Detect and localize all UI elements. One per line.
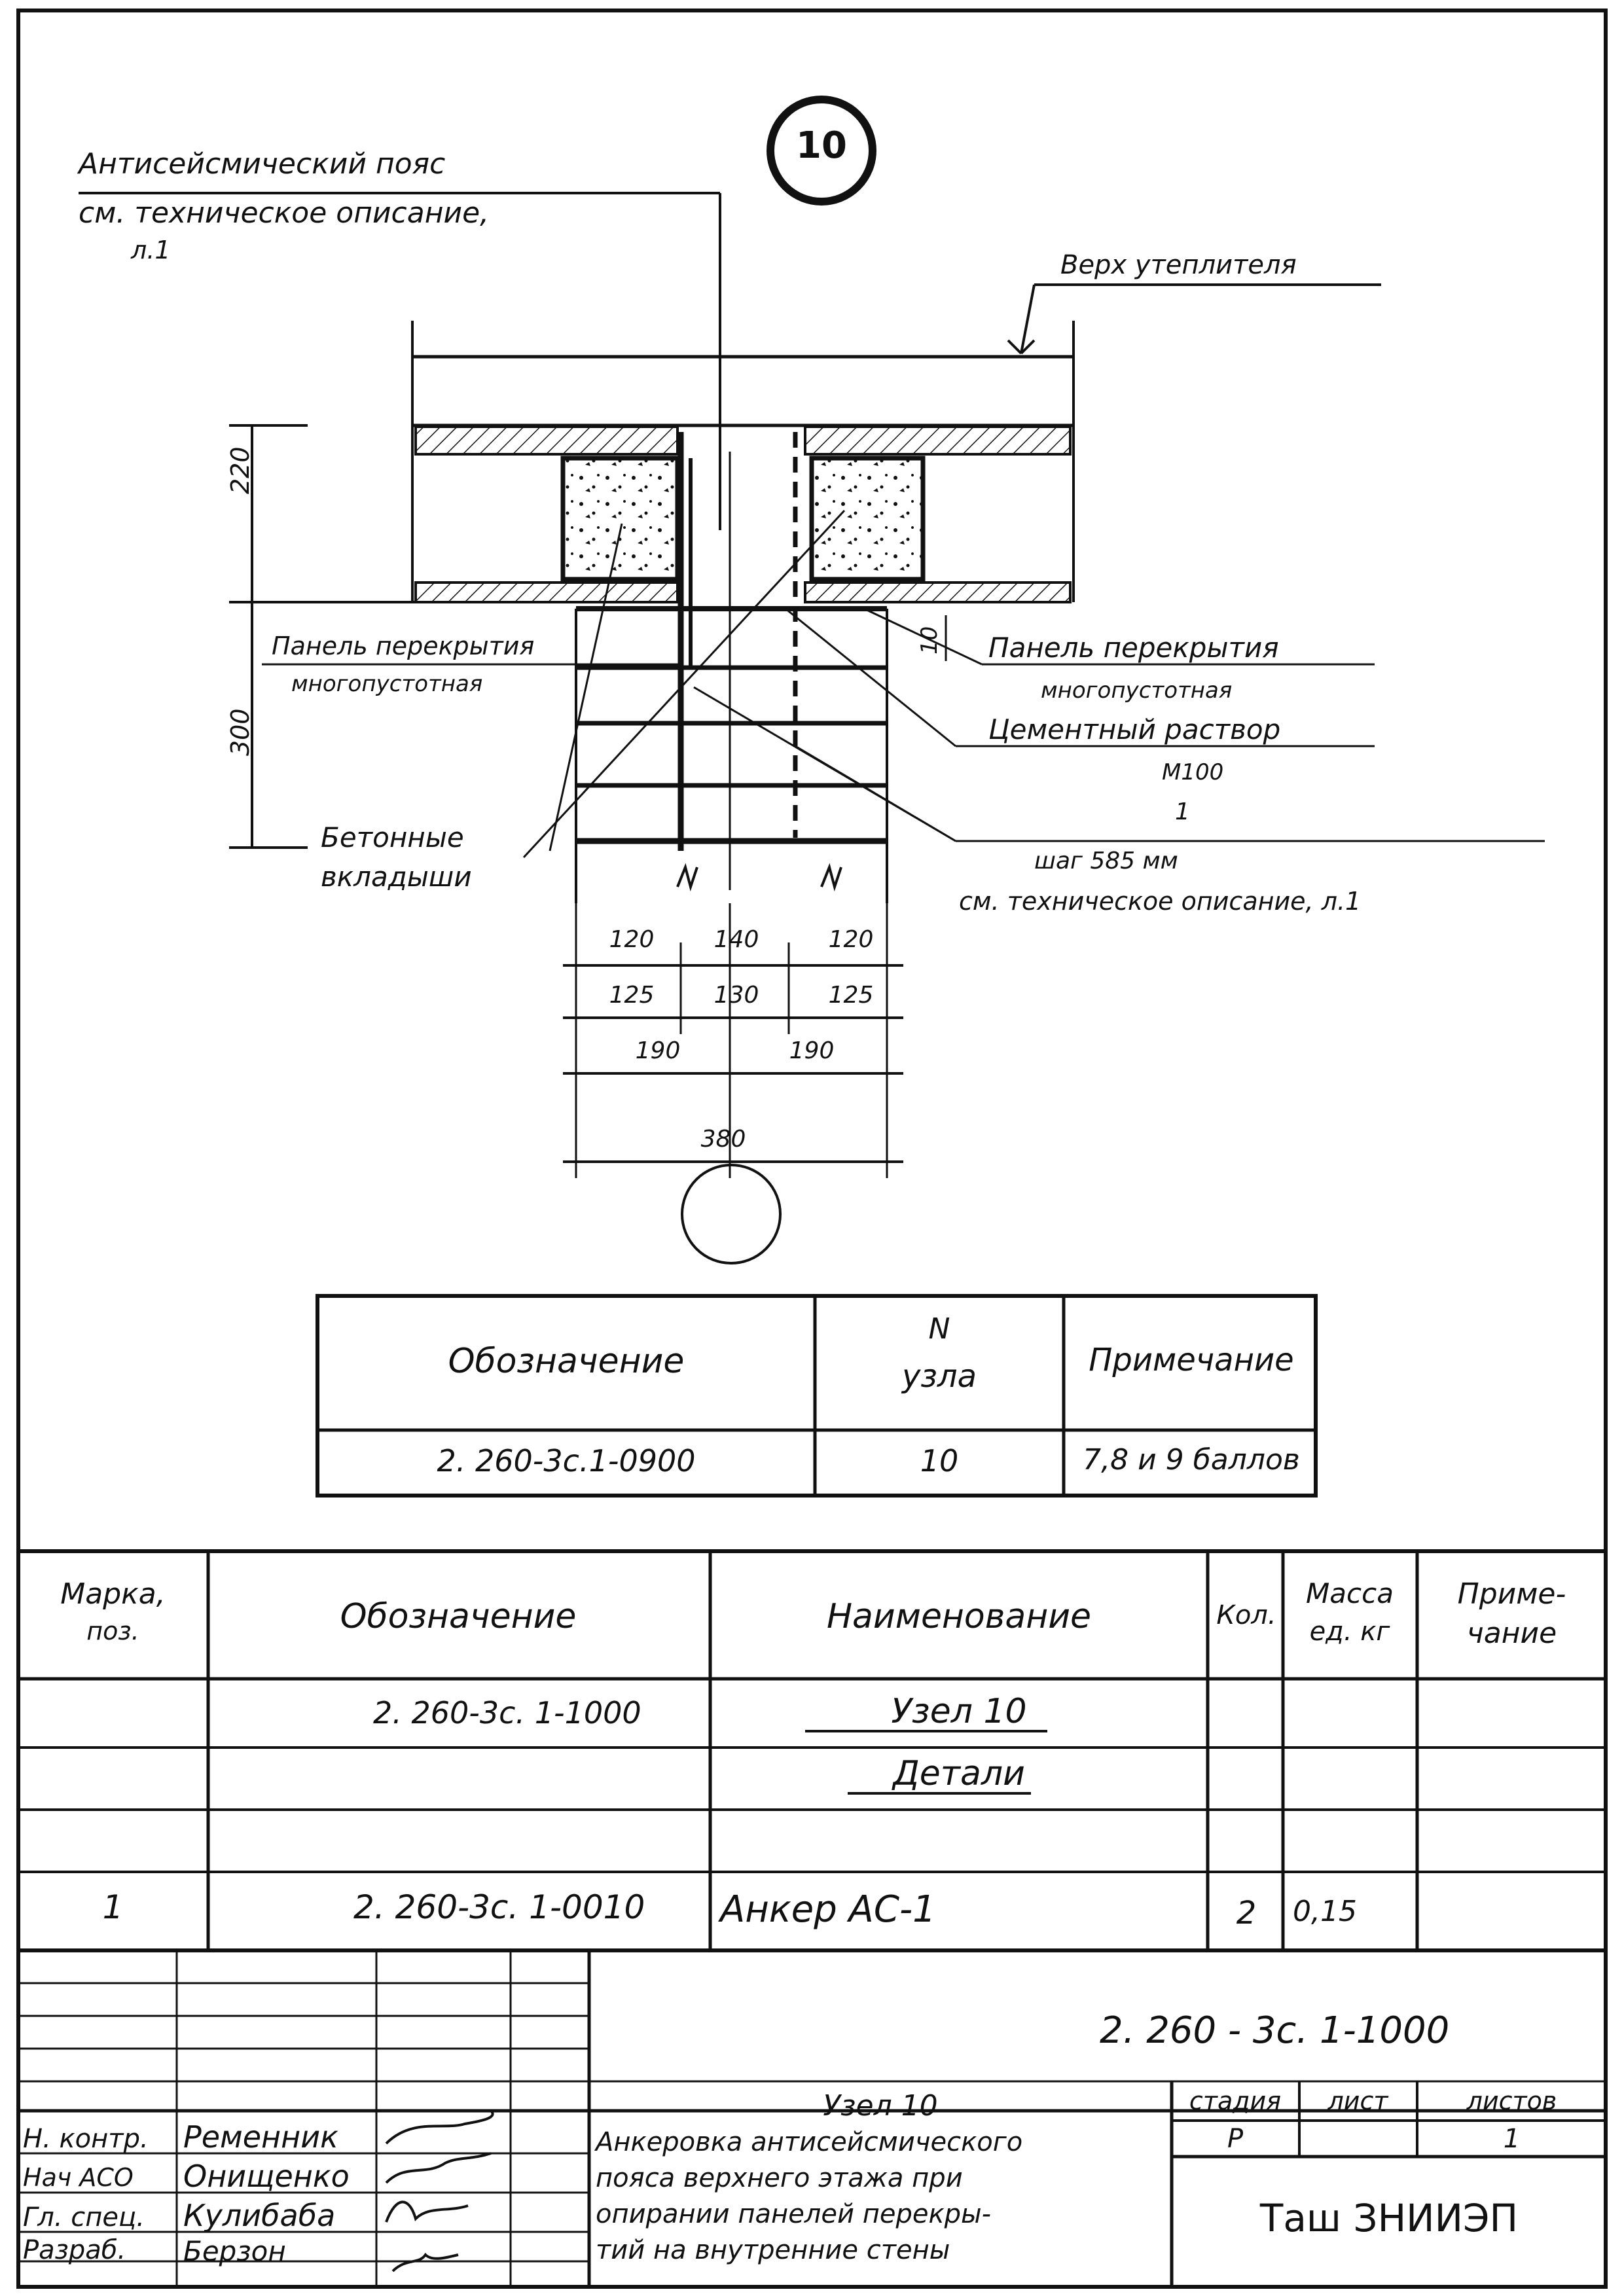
title-line-2: Анкеровка антисейсмического (596, 2127, 1023, 2157)
person-role-2: Нач АСО (23, 2163, 134, 2192)
title-line-1: Узел 10 (823, 2089, 938, 2123)
callout-concrete-1: Бетонные (321, 821, 464, 853)
callout-concrete-2: вкладыши (321, 861, 472, 893)
title-sheets-value: 1 (1503, 2124, 1521, 2154)
signature-onishchenko (385, 2152, 492, 2184)
node-table-cell-n: 10 (920, 1443, 959, 1479)
person-role-4: Разраб. (23, 2235, 126, 2265)
node-table-header-note: Примечание (1089, 1342, 1294, 1378)
callout-panel-left-2: многопустотная (291, 671, 483, 697)
signature-berzon (391, 2252, 459, 2272)
spec-row4-name: Анкер АС-1 (720, 1888, 936, 1931)
node-number-badge: 10 (796, 124, 847, 167)
person-role-1: Н. контр. (23, 2124, 149, 2154)
signature-remennik (385, 2109, 494, 2145)
spec-header-mass-1: Масса (1306, 1577, 1394, 1609)
callout-mortar-2: М100 (1162, 759, 1224, 785)
person-name-4: Берзон (183, 2235, 286, 2267)
spec-header-mass-2: ед. кг (1309, 1617, 1390, 1647)
callout-panel-right-1: Панель перекрытия (988, 632, 1279, 664)
dim-row4: 380 (700, 1126, 746, 1153)
callout-anchor-pos: 1 (1175, 798, 1190, 825)
dim-row3-a: 190 (635, 1037, 681, 1064)
dim-300: 300 (226, 708, 255, 756)
spec-row4-qty: 2 (1236, 1895, 1257, 1931)
spec-header-name: Наименование (826, 1597, 1092, 1636)
spec-header-note-2: чание (1466, 1617, 1557, 1650)
dim-row1-a: 120 (609, 926, 655, 953)
spec-header-qty: Кол. (1216, 1600, 1276, 1630)
spec-header-mark-1: Марка, (60, 1577, 166, 1611)
spec-row4-mass: 0,15 (1293, 1895, 1357, 1928)
title-sheet-label: лист (1327, 2087, 1388, 2115)
title-stage-label: стадия (1189, 2087, 1282, 2115)
node-table-cell-note: 7,8 и 9 баллов (1083, 1443, 1300, 1477)
node-table-header-designation: Обозначение (448, 1342, 685, 1381)
spec-row3-name: Детали (893, 1754, 1025, 1793)
dim-row3-b: 190 (789, 1037, 835, 1064)
title-line-5: тий на внутренние стены (596, 2235, 950, 2265)
dim-row2-a: 125 (609, 982, 655, 1009)
node-table-header-n-1: N (928, 1312, 950, 1346)
dim-row1-b: 140 (713, 926, 759, 953)
dim-row2-b: 130 (713, 982, 759, 1009)
signature-kulibaba (385, 2200, 469, 2223)
person-name-2: Онищенко (183, 2159, 350, 2194)
title-line-3: пояса верхнего этажа при (596, 2163, 963, 2193)
spec-row4-designation: 2. 260-3с. 1-0010 (353, 1888, 645, 1926)
dim-row2-c: 125 (828, 982, 874, 1009)
dim-row1-c: 120 (828, 926, 874, 953)
spec-row4-mark: 1 (102, 1888, 124, 1926)
spec-row1-name: Узел 10 (891, 1692, 1027, 1731)
title-sheets-label: листов (1466, 2087, 1557, 2115)
callout-anchor-2: см. техническое описание, л.1 (959, 887, 1362, 916)
callout-insulation-top: Верх утеплителя (1060, 250, 1297, 280)
title-doc-code: 2. 260 - 3с. 1-1000 (1100, 2009, 1450, 2052)
person-role-3: Гл. спец. (23, 2202, 145, 2233)
spec-header-designation: Обозначение (340, 1597, 577, 1636)
spec-header-mark-2: поз. (86, 1617, 139, 1645)
node-table-header-n-2: узла (901, 1358, 977, 1395)
spec-row1-designation: 2. 260-3с. 1-1000 (373, 1695, 641, 1731)
person-name-3: Кулибаба (183, 2198, 336, 2233)
callout-seismic-belt-2: см. техническое описание, (79, 196, 490, 230)
callout-panel-right-2: многопустотная (1041, 677, 1233, 704)
title-line-4: опирании панелей перекры- (596, 2199, 992, 2229)
title-organization: Таш ЗНИИЭП (1259, 2196, 1519, 2240)
person-name-1: Ременник (183, 2119, 338, 2155)
callout-mortar-1: Цементный раствор (988, 713, 1281, 745)
node-table-cell-designation: 2. 260-3с.1-0900 (437, 1443, 696, 1479)
dim-220: 220 (226, 446, 255, 494)
title-stage-value: Р (1227, 2124, 1244, 2154)
callout-seismic-belt-3: л.1 (131, 236, 171, 264)
spec-header-note-1: Приме- (1457, 1577, 1566, 1611)
callout-seismic-belt-1: Антисейсмический пояс (79, 147, 446, 181)
dim-10: 10 (916, 626, 943, 655)
callout-panel-left-1: Панель перекрытия (272, 632, 535, 660)
callout-anchor-1: шаг 585 мм (1034, 848, 1178, 874)
